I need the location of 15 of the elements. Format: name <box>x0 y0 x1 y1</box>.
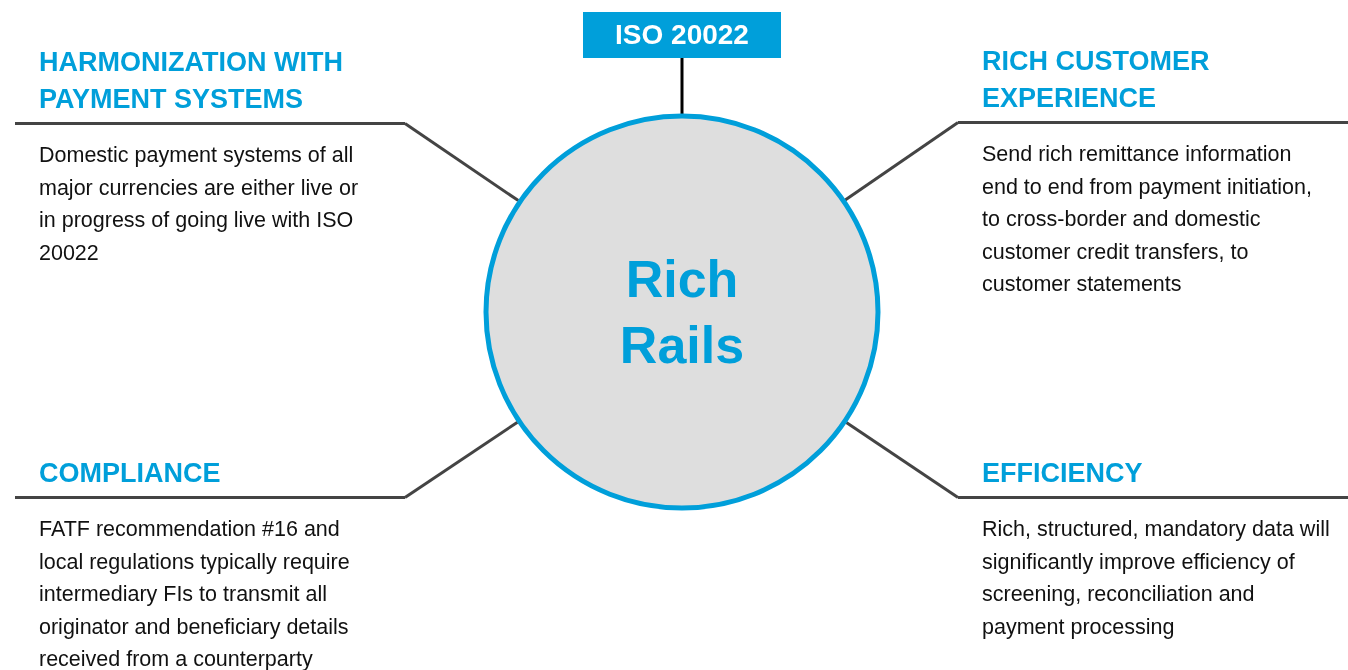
connector-line <box>680 58 684 114</box>
description-text: Rich, structured, mandatory data will significantly improve efficiency of screening, reconciliation and payment processing <box>981 516 1331 641</box>
section-heading: EFFICIENCY <box>981 457 1144 490</box>
connector-line <box>404 420 519 499</box>
section-heading: HARMONIZATION WITH PAYMENT SYSTEMS <box>38 46 344 116</box>
connector-line <box>404 122 520 202</box>
hub-title: Rich Rails <box>618 249 746 376</box>
connector-line <box>844 121 959 202</box>
section-heading: COMPLIANCE <box>38 457 222 490</box>
description-text: Send rich remittance information end to end from payment initiation, to cross-border and domestic customer credit transfers, to customer statements <box>981 141 1313 298</box>
description-text: Domestic payment systems of all major currencies are either live or in progress of going live with ISO 20022 <box>38 142 360 267</box>
description-text: FATF recommendation #16 and local regulations typically require intermediary FIs to transmit all originator and beneficiary details received from a counterparty <box>38 516 351 670</box>
connector-line <box>845 421 959 499</box>
label-box: ISO 20022 <box>583 12 781 58</box>
section-heading: RICH CUSTOMER EXPERIENCE <box>981 45 1211 115</box>
